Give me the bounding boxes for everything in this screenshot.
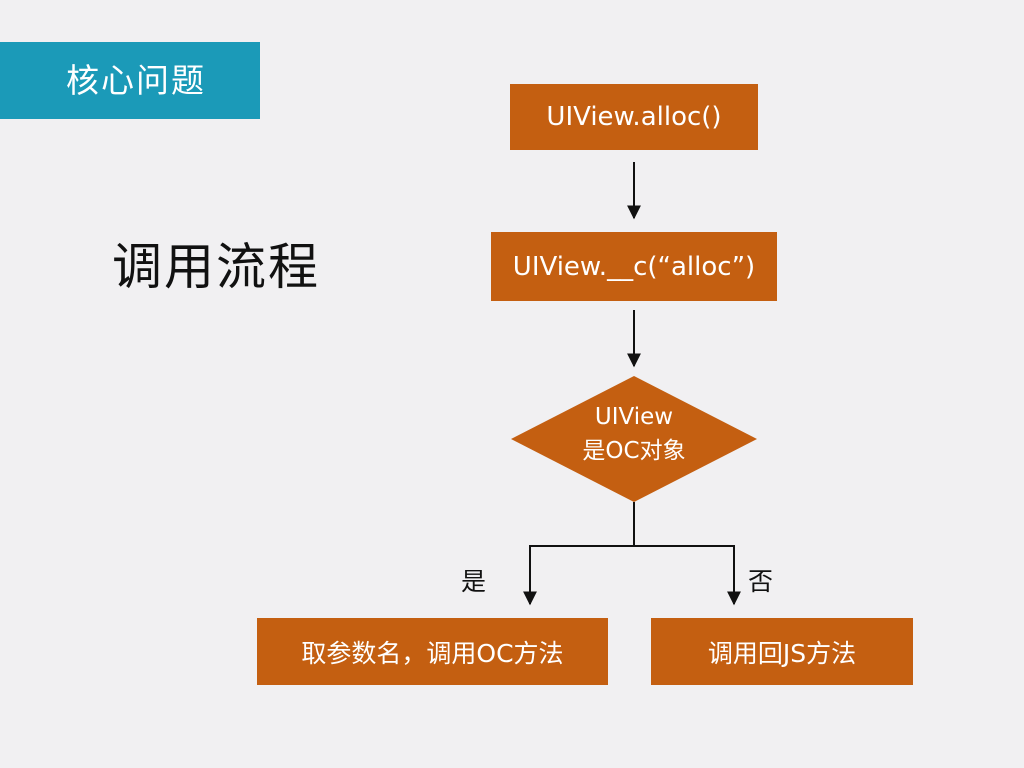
- slide-title: 调用流程: [112, 238, 320, 296]
- decision-line-2: 是OC对象: [582, 438, 686, 464]
- decision-diamond: [511, 376, 757, 502]
- node-call-js-method: 调用回JS方法: [651, 618, 913, 685]
- decision-label: UIView 是OC对象: [544, 400, 724, 476]
- decision-line-1: UIView: [594, 404, 674, 430]
- yes-branch-label: 是: [461, 567, 487, 596]
- node-uiview-c-alloc: UIView.__c(“alloc”): [491, 232, 777, 301]
- node-call-oc-method: 取参数名，调用OC方法: [257, 618, 608, 685]
- section-tag: 核心问题: [0, 42, 260, 119]
- node-uiview-alloc: UIView.alloc(): [510, 84, 758, 150]
- no-branch-label: 否: [748, 567, 774, 596]
